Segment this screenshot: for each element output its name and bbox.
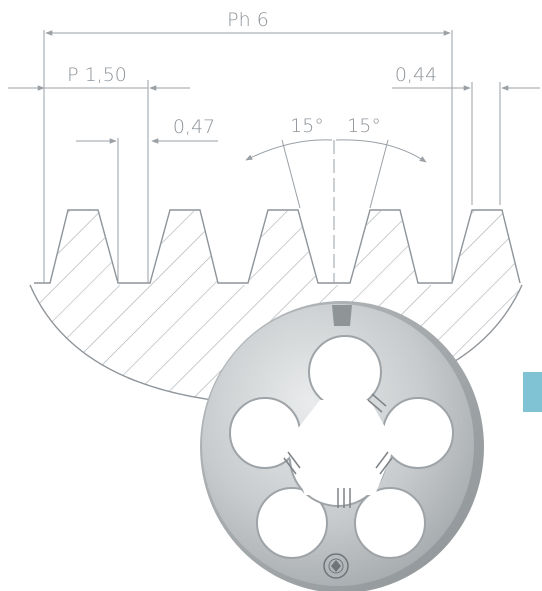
lead-dimension: Ph 6 [43, 9, 453, 283]
crest-width-label: 0,47 [173, 116, 215, 138]
root-width-label: 0,44 [395, 64, 437, 86]
flank-angle-left-label: 15° [290, 115, 324, 137]
logo-emblem-icon [323, 553, 349, 579]
flank-angle-dimension: 15° 15° [245, 115, 427, 283]
round-threading-die [200, 301, 484, 591]
pitch-label: P 1,50 [67, 64, 127, 86]
pitch-dimension: P 1,50 [8, 64, 190, 283]
flank-angle-right-label: 15° [347, 115, 381, 137]
root-width-dimension: 0,44 [392, 64, 540, 205]
crest-width-dimension: 0,47 [76, 116, 218, 283]
lead-label: Ph 6 [227, 9, 269, 31]
accent-tab [523, 372, 542, 412]
